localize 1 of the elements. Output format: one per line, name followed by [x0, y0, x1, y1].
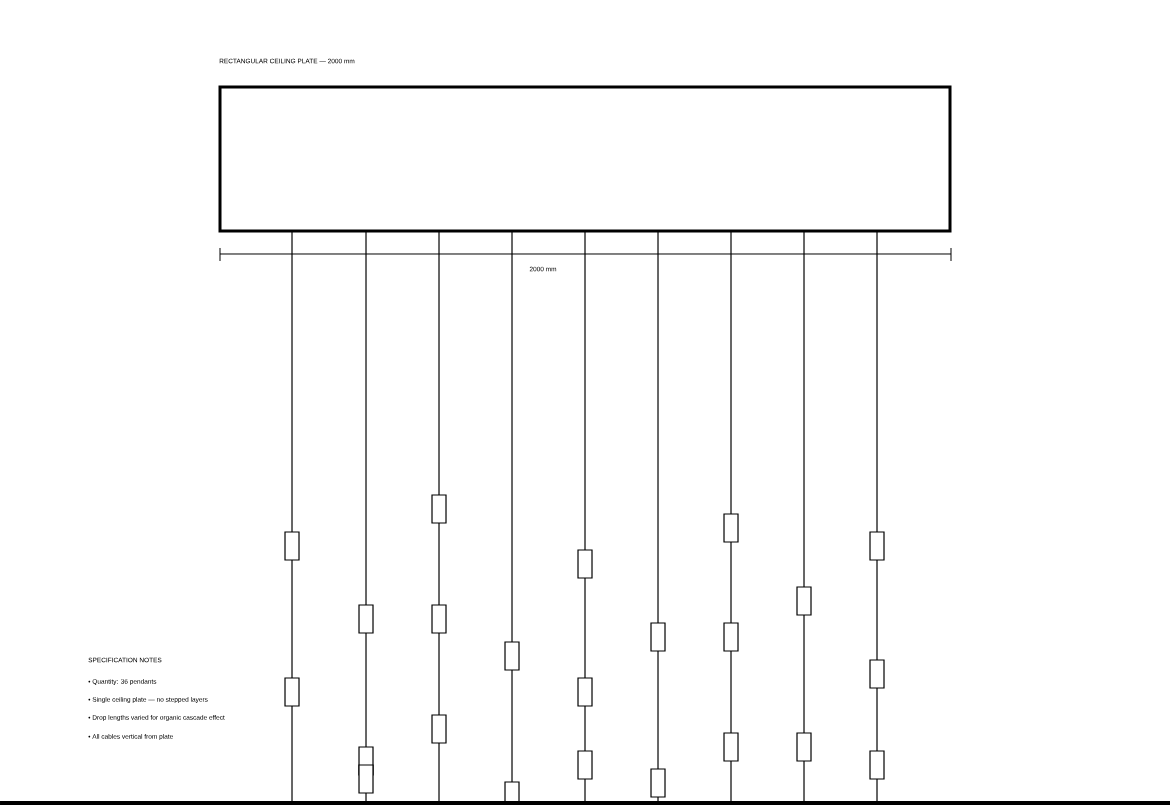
- ceiling-plate: [218, 85, 952, 233]
